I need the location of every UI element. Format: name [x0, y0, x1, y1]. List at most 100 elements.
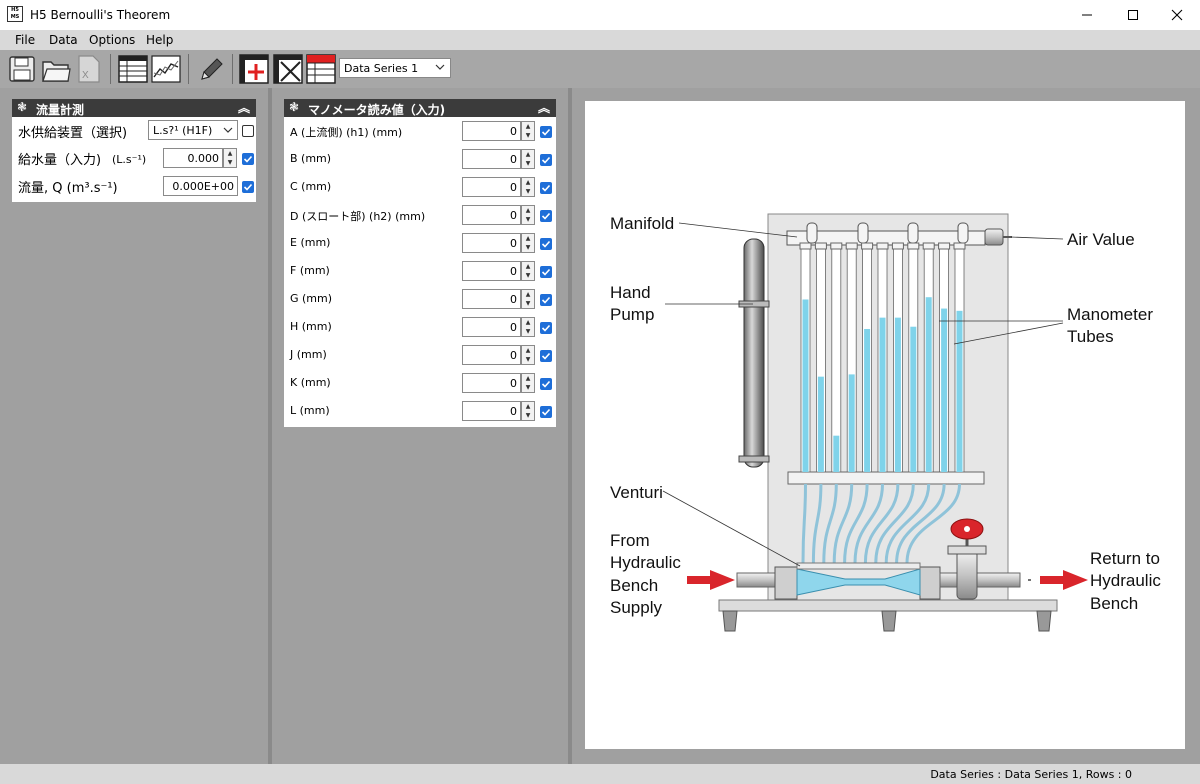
- manometer-reading-input[interactable]: 0: [462, 345, 521, 365]
- window-title: H5 Bernoulli's Theorem: [30, 8, 171, 22]
- tube-water-column: [925, 297, 932, 472]
- checkbox[interactable]: [242, 181, 254, 193]
- manometer-reading-input[interactable]: 0: [462, 149, 521, 169]
- spin-button[interactable]: ▲▼: [521, 345, 535, 365]
- checkbox[interactable]: [540, 350, 552, 362]
- manifold-hooks: [806, 222, 969, 244]
- checkbox[interactable]: [540, 126, 552, 138]
- venturi-tappings-strip: [796, 562, 921, 570]
- supply-rate-input[interactable]: 0.000: [163, 148, 223, 168]
- add-row-button[interactable]: [239, 54, 269, 84]
- checkbox[interactable]: [540, 322, 552, 334]
- checkbox[interactable]: [540, 406, 552, 418]
- field-label: 流量, Q (m³.s⁻¹): [18, 181, 118, 196]
- manometer-row: C (mm)0▲▼: [284, 173, 556, 201]
- gear-icon: ❃: [17, 100, 28, 114]
- toolbar-separator: [188, 54, 189, 84]
- checkbox[interactable]: [540, 294, 552, 306]
- label-hand: Hand: [610, 283, 651, 302]
- panel-splitter[interactable]: [568, 88, 572, 764]
- delete-row-button[interactable]: [273, 54, 303, 84]
- manometer-reading-input[interactable]: 0: [462, 205, 521, 225]
- checkbox[interactable]: [540, 182, 552, 194]
- apparatus-diagram: Manifold Air Value Hand Pump Manometer T…: [585, 101, 1185, 749]
- line-chart-icon: [151, 55, 181, 83]
- spin-button[interactable]: ▲▼: [223, 148, 237, 168]
- checkbox[interactable]: [540, 378, 552, 390]
- manometer-reading-input[interactable]: 0: [462, 317, 521, 337]
- checkbox[interactable]: [540, 266, 552, 278]
- menu-data[interactable]: Data: [49, 33, 78, 47]
- manometer-reading-input[interactable]: 0: [462, 401, 521, 421]
- checkbox[interactable]: [242, 125, 254, 137]
- label-from: From: [610, 531, 650, 550]
- checkbox[interactable]: [242, 153, 254, 165]
- manometer-reading-input[interactable]: 0: [462, 261, 521, 281]
- panel-splitter[interactable]: [268, 88, 272, 764]
- label-hydraulic: Hydraulic: [610, 553, 681, 572]
- menu-file[interactable]: File: [15, 33, 36, 47]
- water-supply-dropdown[interactable]: L.s?¹ (H1F): [148, 120, 238, 140]
- tube-cap: [830, 242, 843, 250]
- close-button[interactable]: [1154, 0, 1200, 30]
- edit-button[interactable]: [195, 54, 225, 84]
- spin-button[interactable]: ▲▼: [521, 121, 535, 141]
- toolbar: X: [0, 50, 1200, 88]
- new-series-icon: [306, 54, 336, 84]
- save-button[interactable]: [7, 54, 37, 84]
- tube-water-column: [956, 310, 963, 472]
- spin-button[interactable]: ▲▼: [521, 317, 535, 337]
- leader-lines: [662, 222, 1064, 567]
- minimize-button[interactable]: [1064, 0, 1110, 30]
- new-series-button[interactable]: [306, 54, 336, 84]
- panel-title: 流量計測: [36, 103, 85, 117]
- collapse-icon[interactable]: ︽: [537, 101, 550, 115]
- manometer-reading-input[interactable]: 0: [462, 289, 521, 309]
- manometer-row: H (mm)0▲▼: [284, 313, 556, 341]
- field-label: 水供給装置（選択): [18, 126, 128, 141]
- close-icon: [1171, 9, 1183, 21]
- spin-button[interactable]: ▲▼: [521, 177, 535, 197]
- tube-water-column: [941, 308, 948, 472]
- manometer-reading-input[interactable]: 0: [462, 233, 521, 253]
- chart-view-button[interactable]: [151, 54, 181, 84]
- tube-water-column: [879, 317, 886, 472]
- spin-button[interactable]: ▲▼: [521, 261, 535, 281]
- label-manifold: Manifold: [610, 214, 674, 233]
- checkbox[interactable]: [540, 238, 552, 250]
- manometer-reading-input[interactable]: 0: [462, 177, 521, 197]
- spin-button[interactable]: ▲▼: [521, 401, 535, 421]
- label-bench: Bench: [610, 576, 658, 595]
- title-bar: H5 MS H5 Bernoulli's Theorem: [0, 0, 1200, 30]
- flexible-hose: [801, 483, 807, 564]
- tube-water-column: [833, 435, 840, 472]
- data-series-select[interactable]: Data Series 1: [339, 58, 451, 78]
- field-label: D (スロート部) (h2) (mm): [290, 210, 426, 223]
- panel-header[interactable]: ❃ マノメータ読み値（入力) ︽: [284, 99, 556, 117]
- table-view-button[interactable]: [118, 54, 148, 84]
- panel-header[interactable]: ❃ 流量計測 ︽: [12, 99, 256, 117]
- spin-button[interactable]: ▲▼: [521, 233, 535, 253]
- spin-button[interactable]: ▲▼: [521, 373, 535, 393]
- checkmark-icon: [541, 240, 551, 248]
- checkbox[interactable]: [540, 154, 552, 166]
- maximize-button[interactable]: [1110, 0, 1156, 30]
- checkmark-icon: [243, 155, 253, 163]
- menu-options[interactable]: Options: [89, 33, 136, 47]
- spin-button[interactable]: ▲▼: [521, 289, 535, 309]
- checkbox[interactable]: [540, 210, 552, 222]
- flexible-hose: [811, 483, 823, 564]
- manometer-reading-input[interactable]: 0: [462, 373, 521, 393]
- manometer-reading-input[interactable]: 0: [462, 121, 521, 141]
- spin-button[interactable]: ▲▼: [521, 205, 535, 225]
- menu-bar: File Data Options Help: [0, 30, 1200, 50]
- collapse-icon[interactable]: ︽: [237, 101, 250, 115]
- open-button[interactable]: [41, 54, 71, 84]
- checkmark-icon: [541, 296, 551, 304]
- export-excel-button[interactable]: X: [74, 54, 104, 84]
- menu-help[interactable]: Help: [146, 33, 174, 47]
- tube-cap: [845, 242, 858, 250]
- tube-base-block: [787, 471, 985, 485]
- spin-button[interactable]: ▲▼: [521, 149, 535, 169]
- flexible-hose: [832, 483, 854, 564]
